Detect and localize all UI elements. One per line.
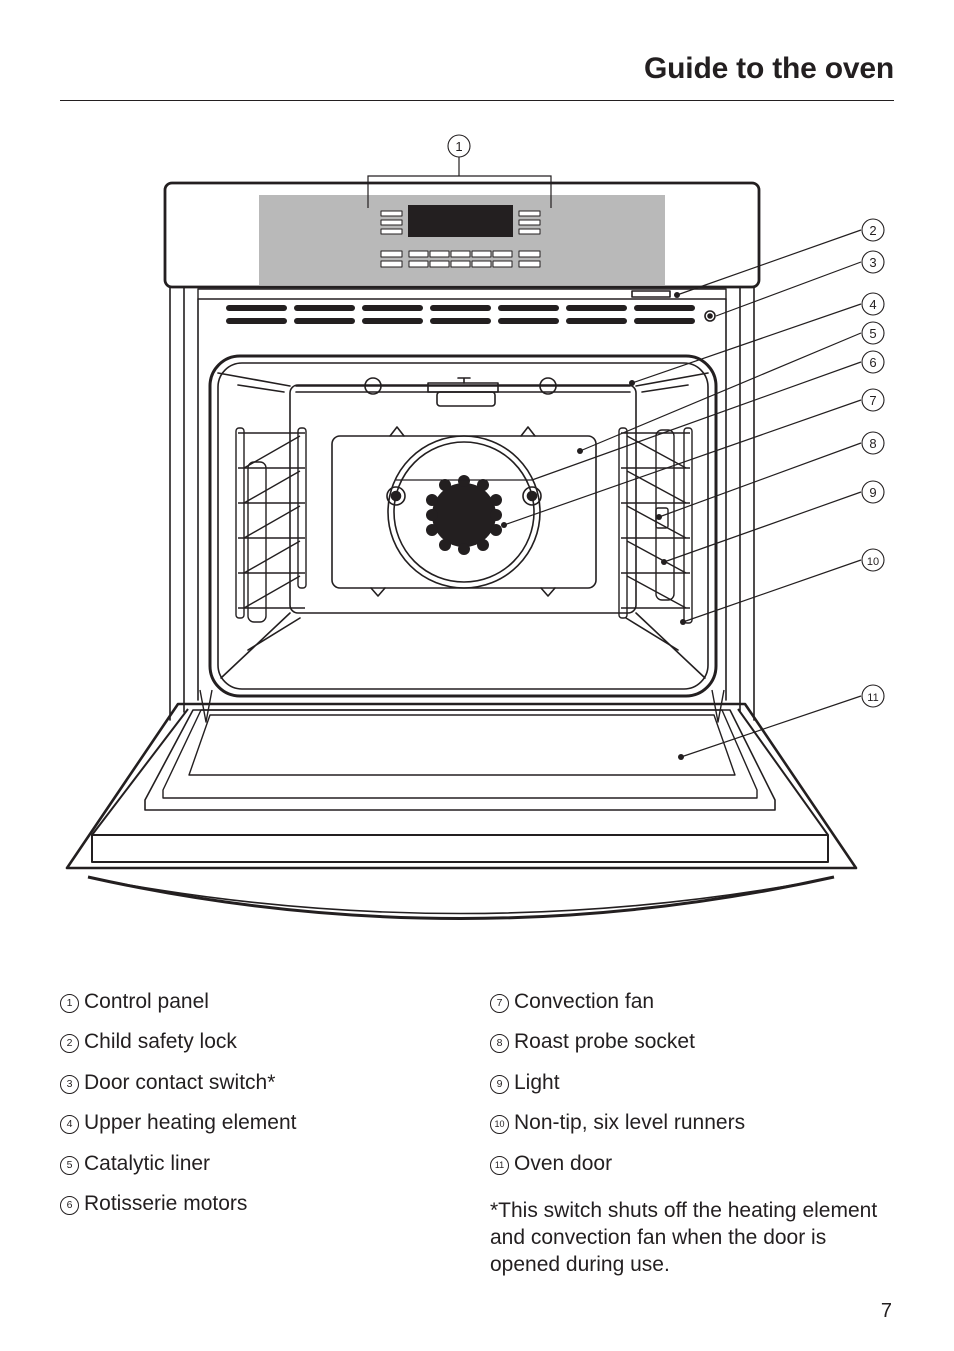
callout-9: 9 xyxy=(861,480,885,504)
callout-3: 3 xyxy=(861,250,885,274)
legend-number: 3 xyxy=(60,1074,79,1094)
legend-label: Child safety lock xyxy=(84,1030,237,1054)
legend-number: 11 xyxy=(490,1155,509,1175)
svg-text:7: 7 xyxy=(869,393,876,408)
callout-4: 4 xyxy=(861,292,885,316)
legend-number: 5 xyxy=(60,1155,79,1175)
oven-diagram: 1 2 3 4 5 6 7 8 9 10 11 xyxy=(65,134,885,920)
legend-label: Rotisserie motors xyxy=(84,1191,248,1215)
title-rule xyxy=(60,100,894,101)
legend-number: 2 xyxy=(60,1034,79,1054)
svg-text:2: 2 xyxy=(869,223,876,238)
callout-7: 7 xyxy=(861,388,885,412)
oven-frame xyxy=(169,286,755,721)
legend-label: Oven door xyxy=(514,1151,613,1175)
svg-text:8: 8 xyxy=(869,436,876,451)
legend-number: 7 xyxy=(490,994,509,1013)
vent-slots xyxy=(226,305,695,324)
callout-2: 2 xyxy=(861,218,885,242)
legend-label: Convection fan xyxy=(514,990,655,1013)
left-runners xyxy=(235,427,307,623)
rotisserie-motor-left xyxy=(386,486,406,506)
panel-sensor-buttons xyxy=(380,210,541,268)
svg-text:5: 5 xyxy=(869,326,876,341)
light-cover xyxy=(655,507,669,529)
control-panel-housing xyxy=(163,181,761,289)
svg-text:10: 10 xyxy=(867,556,879,568)
callout-10: 10 xyxy=(861,548,885,572)
legend-label: Roast probe socket xyxy=(514,1030,695,1054)
footnote: *This switch shuts off the heating eleme… xyxy=(490,1199,878,1276)
svg-text:4: 4 xyxy=(869,297,876,312)
legend-number: 6 xyxy=(60,1195,79,1215)
oven-door-outline xyxy=(65,702,858,870)
right-runners xyxy=(618,427,693,624)
oven-door-window xyxy=(188,714,736,776)
oven-cavity-inner xyxy=(217,362,709,690)
svg-text:1: 1 xyxy=(455,139,462,154)
callout-6: 6 xyxy=(861,350,885,374)
callout-11: 11 xyxy=(861,684,885,708)
legend-label: Non-tip, six level runners xyxy=(514,1111,746,1135)
legend-number: 8 xyxy=(490,1034,509,1054)
rotisserie-motor-right xyxy=(522,486,542,506)
legend-label: Control panel xyxy=(84,990,209,1013)
legend-number: 1 xyxy=(60,994,79,1013)
callout-5: 5 xyxy=(861,321,885,345)
legend-label: Upper heating element xyxy=(84,1111,297,1135)
svg-text:3: 3 xyxy=(869,255,876,270)
callout-markers: 1 2 3 4 5 6 7 8 9 10 11 xyxy=(447,134,885,708)
cavity-back-wall xyxy=(289,384,637,614)
legend-label: Catalytic liner xyxy=(84,1151,211,1175)
door-contact-switch xyxy=(704,310,716,322)
callout-dots xyxy=(501,292,686,760)
fan-grille xyxy=(426,475,502,555)
callout-1: 1 xyxy=(447,134,471,158)
upper-heating-element xyxy=(295,385,631,393)
svg-text:6: 6 xyxy=(869,355,876,370)
door-handle xyxy=(87,875,835,920)
svg-text:11: 11 xyxy=(867,692,878,704)
page-number: 7 xyxy=(880,1300,892,1322)
page-title: Guide to the oven xyxy=(644,52,894,85)
legend-item: 1 Control panel xyxy=(60,990,296,1030)
callout-leaders xyxy=(367,157,862,758)
legend-label: Door contact switch* xyxy=(84,1070,276,1094)
legend-label: Light xyxy=(514,1070,560,1094)
display-window xyxy=(408,205,513,237)
svg-text:9: 9 xyxy=(869,485,876,500)
child-safety-lock-slot xyxy=(631,290,671,298)
legend-number: 4 xyxy=(60,1115,79,1135)
oven-cavity-outer xyxy=(208,354,718,698)
callout-8: 8 xyxy=(861,431,885,455)
legend-number: 10 xyxy=(490,1115,509,1135)
legend-item: 7 Convection fan xyxy=(490,990,745,1030)
legend-number: 9 xyxy=(490,1074,509,1094)
